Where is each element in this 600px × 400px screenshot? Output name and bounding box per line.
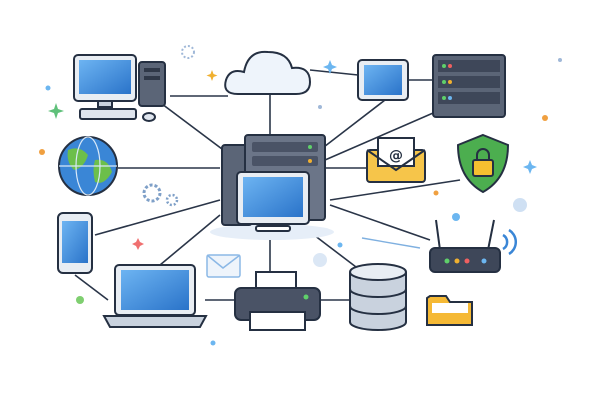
gear-icon (313, 253, 327, 267)
folder-icon[interactable] (426, 295, 473, 326)
gear-icon (165, 193, 179, 207)
printer-icon[interactable] (234, 271, 321, 331)
security-shield-lock-icon[interactable] (456, 133, 510, 194)
connection-lines (74, 69, 461, 301)
wifi-router-icon[interactable] (429, 219, 518, 273)
desktop-computer-icon[interactable] (73, 54, 166, 122)
cloud-icon[interactable] (224, 50, 312, 95)
server-rack-icon[interactable] (432, 54, 506, 118)
decorative-sparkles (39, 45, 562, 346)
database-icon[interactable] (349, 263, 407, 331)
central-server-with-monitor-icon[interactable] (210, 134, 334, 240)
tablet-icon[interactable] (357, 59, 409, 101)
globe-icon[interactable] (58, 136, 118, 196)
laptop-icon[interactable] (102, 264, 208, 328)
email-at-symbol: @ (389, 148, 403, 164)
smartphone-icon[interactable] (57, 212, 93, 274)
gear-icon (142, 183, 162, 203)
email-envelope-icon[interactable]: @ (366, 137, 426, 183)
gear-icon (513, 198, 527, 212)
small-mail-icon (206, 254, 241, 278)
